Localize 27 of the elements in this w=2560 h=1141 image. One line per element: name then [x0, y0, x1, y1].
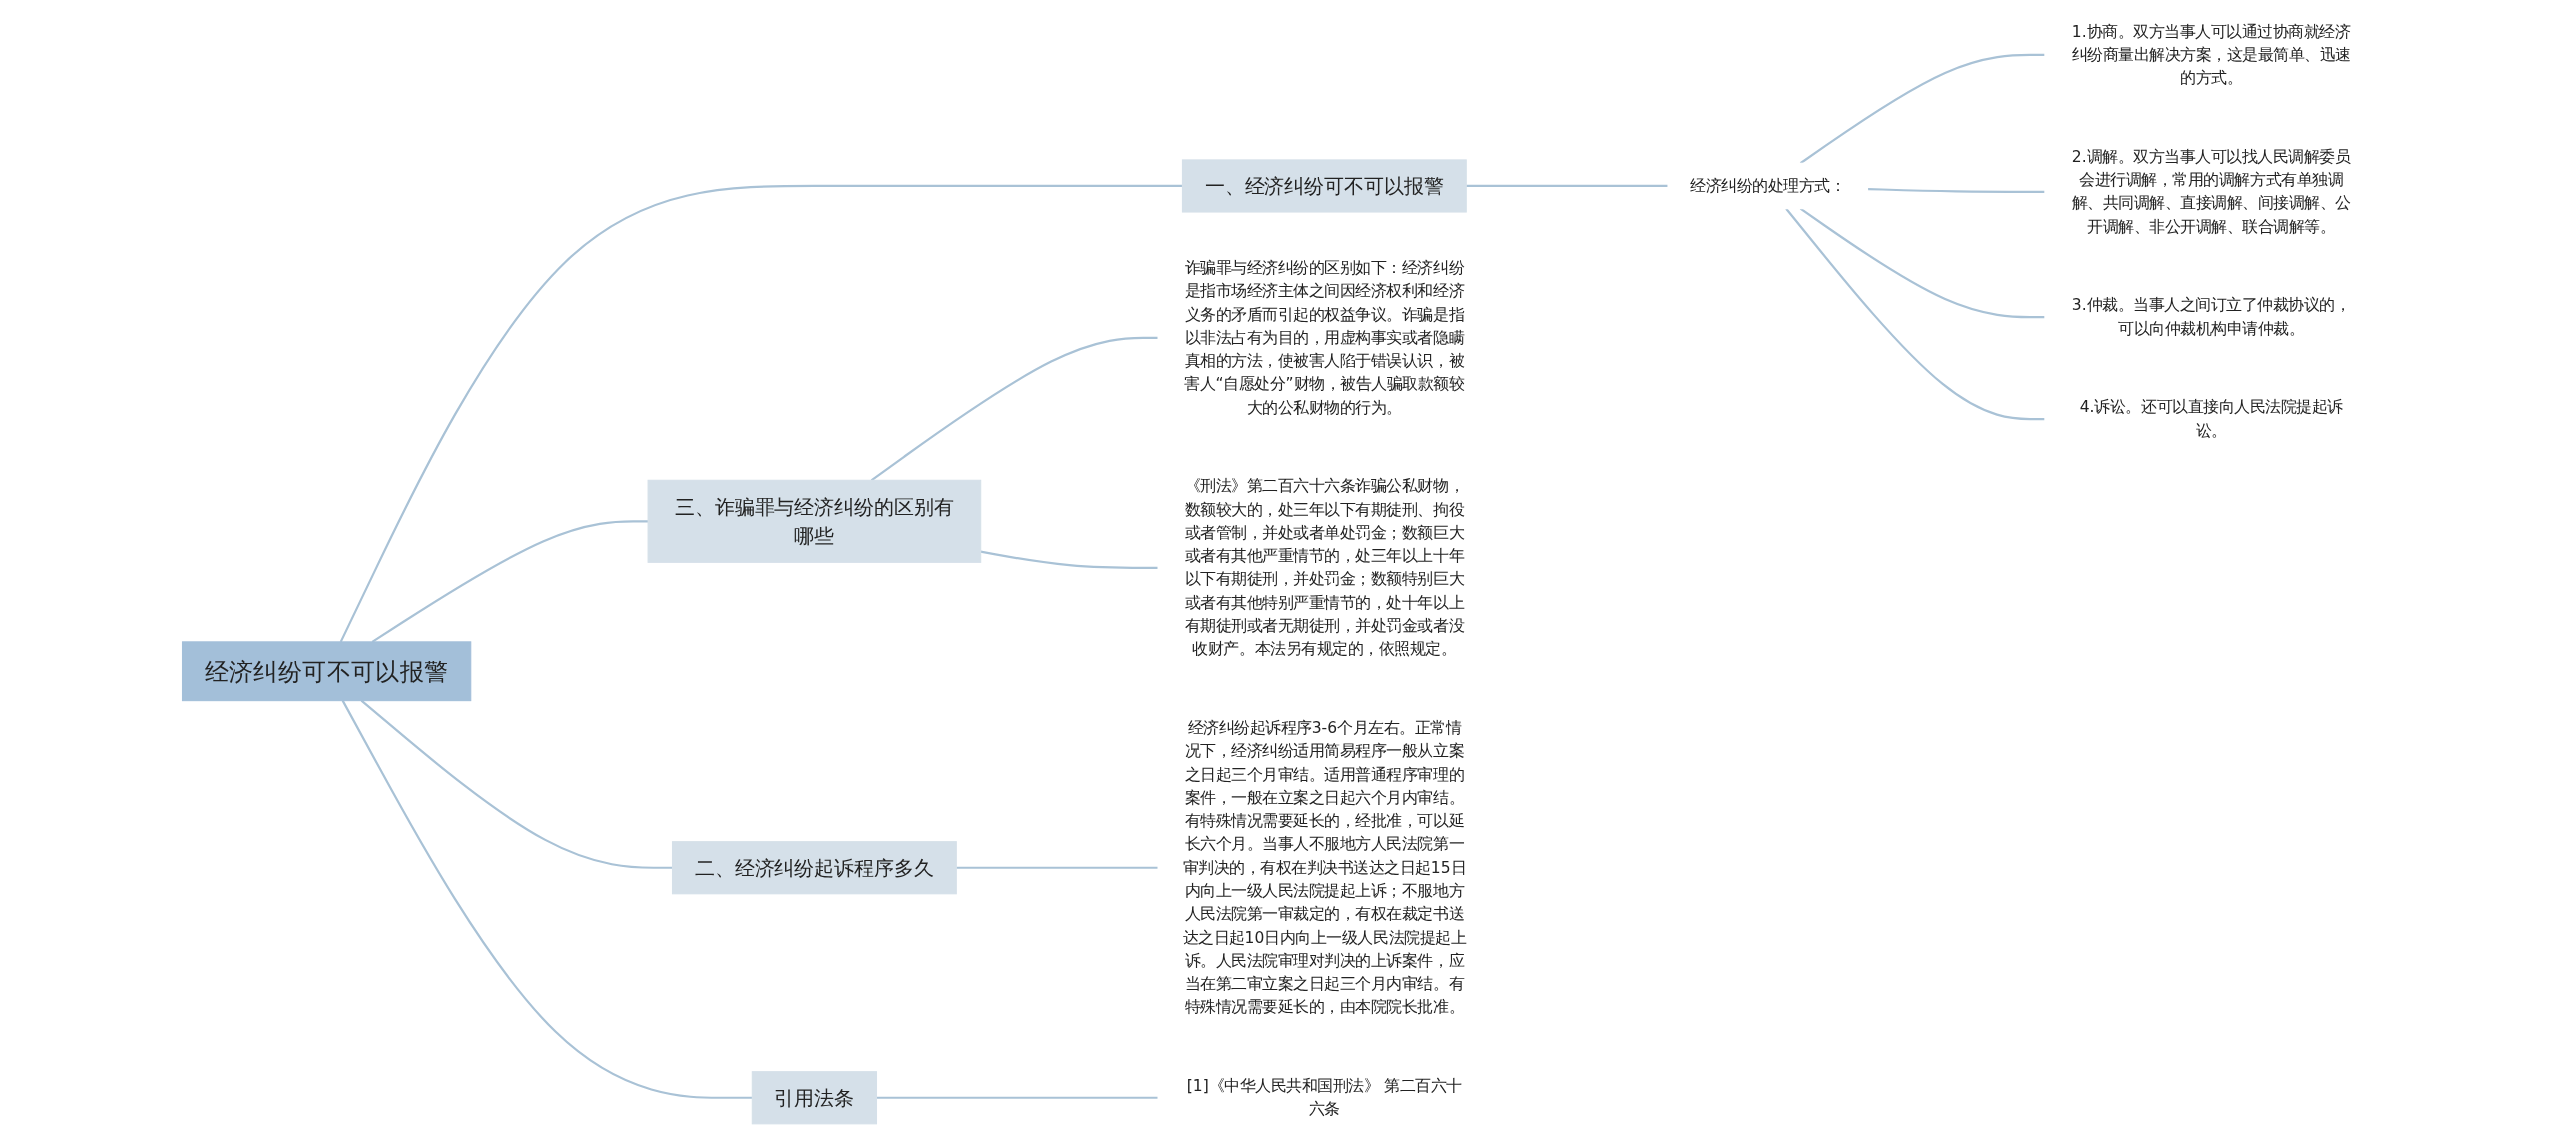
node-box: 二、经济纠纷起诉程序多久 [671, 841, 957, 895]
connector [339, 184, 1183, 643]
node-text: [1]《中华人民共和国刑法》 第二百六十六条 [1186, 1076, 1462, 1118]
node-text: 诈骗罪与经济纠纷的区别如下：经济纠纷是指市场经济主体之间因经济权利和经济义务的矛盾而引起的权益争议。诈骗是指以非法占有为目的，用虚构事实或者隐瞒真相的方法，使被害人陷于错误认识，被害人“自愿处分”财物，被告人骗取款额较大的公私财物的行为。 [1184, 258, 1465, 416]
connector [980, 550, 1159, 569]
node-text: 4.诉讼。还可以直接向人民法院提起诉讼。 [2079, 397, 2343, 439]
connector [1466, 184, 1668, 188]
node-box: 三、诈骗罪与经济纠纷的区别有哪些 [647, 479, 982, 563]
node-text: 经济纠纷起诉程序3-6个月左右。正常情况下，经济纠纷适用简易程序一般从立案之日起三个月审结。适用普通程序审理的案件，一般在立案之日起六个月内审结。有特殊情况需要延长的，经批准，可以延长六个月。当事人不服地方人民法院第一审判决的，有权在判决书送达之日起15日内向上一级人民法院提起上诉；不服地方人民法院第一审裁定的，有权在裁定书送达之日起10日内向上一级人民法院提起上诉。人民法院审理对判决的上诉案件，应当在第二审立案之日起三个月内审结。有特殊情况需要延长的，由本院院长批准。 [1182, 718, 1467, 1016]
connector [341, 700, 753, 1099]
connector [360, 699, 673, 869]
connector [870, 336, 1159, 482]
node-box: 经济纠纷可不可以报警 [181, 641, 472, 702]
node-text: 1.协商。双方当事人可以通过协商就经济纠纷商量出解决方案，这是最简单、迅速的方式。 [2071, 22, 2351, 87]
node-box: 引用法条 [751, 1071, 878, 1125]
node-text: 《刑法》第二百六十六条诈骗公私财物，数额较大的，处三年以下有期徒刑、拘役或者管制，并处或者单处罚金；数额巨大或者有其他严重情节的，处三年以上十年以下有期徒刑，并处罚金；数额特别巨大或者有其他特别严重情节的，处十年以上有期徒刑或者无期徒刑，并处罚金或者没收财产。本法另有规定的，依照规定。 [1184, 476, 1465, 658]
connector [876, 1096, 1159, 1099]
connector [956, 866, 1159, 869]
node-box: 一、经济纠纷可不可以报警 [1181, 159, 1467, 213]
connector [1785, 208, 2045, 421]
connector [1799, 207, 2045, 319]
connector [371, 520, 649, 643]
connector [1867, 187, 2045, 193]
connector [1799, 53, 2045, 165]
node-text: 2.调解。双方当事人可以找人民调解委员会进行调解，常用的调解方式有单独调解、共同调解、直接调解、间接调解、公开调解、非公开调解、联合调解等。 [2071, 147, 2351, 236]
node-text: 3.仲裁。当事人之间订立了仲裁协议的，可以向仲裁机构申请仲裁。 [2071, 295, 2351, 338]
node-text: 经济纠纷的处理方式： [1690, 176, 1846, 195]
